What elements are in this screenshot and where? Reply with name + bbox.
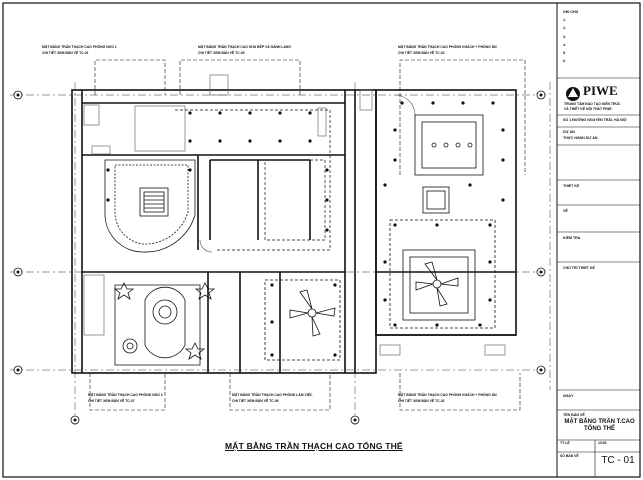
living-ceiling bbox=[389, 114, 496, 329]
notes-header: GHI CHÚ bbox=[563, 10, 579, 14]
bedroom1-ceiling bbox=[104, 159, 196, 253]
label-living-top-title: MẶT BẰNG TRẦN THẠCH CAO PHÒNG KHÁCH + PH… bbox=[398, 44, 497, 49]
note-line: 4. bbox=[563, 42, 566, 47]
company-logo bbox=[566, 87, 580, 101]
callout-labels: MẶT BẰNG TRẦN THẠCH CAO PHÒNG NGỦ 1 CHI … bbox=[42, 44, 497, 403]
company-name-line2: VÀ THIẾT KẾ NỘI THẤT PIWE bbox=[564, 107, 612, 111]
project-value: THỰC HÀNH DỰ ÁN bbox=[563, 136, 598, 141]
note-line: 6. bbox=[563, 59, 566, 64]
label-living-bottom-ref: CHI TIẾT XEM BẢN VẼ TC-02 bbox=[398, 398, 445, 403]
scale-value: 1/100 bbox=[598, 441, 607, 445]
field-design: THIẾT KẾ bbox=[563, 184, 580, 188]
label-office-ref: CHI TIẾT XEM BẢN VẼ TC-06 bbox=[232, 398, 279, 403]
field-sheet-title: TÊN BẢN VẼ bbox=[563, 413, 585, 417]
note-line: 2. bbox=[563, 26, 566, 31]
label-bedroom1-title: MẶT BẰNG TRẦN THẠCH CAO PHÒNG NGỦ 1 bbox=[42, 44, 117, 49]
company-logo-text: PIWE bbox=[583, 83, 618, 98]
project-section: DỰ ÁN THỰC HÀNH DỰ ÁN bbox=[560, 128, 643, 142]
company-address: SỐ 1 ĐƯỜNG NGUYỄN TRÃI, HÀ NỘI bbox=[563, 118, 627, 122]
label-bedroom2-title: MẶT BẰNG TRẦN THẠCH CAO PHÒNG NGỦ 2 bbox=[88, 392, 163, 397]
note-line: 5. bbox=[563, 51, 566, 56]
star-ornaments bbox=[113, 282, 216, 360]
label-living-bottom-title: MẶT BẰNG TRẦN THẠCH CAO PHÒNG KHÁCH + PH… bbox=[398, 392, 497, 397]
field-sheet-no: SỐ BẢN VẼ bbox=[560, 454, 579, 458]
field-scale: TỶ LỆ bbox=[560, 441, 594, 445]
company-name-line1: TRUNG TÂM ĐÀO TẠO KIẾN TRÚC bbox=[564, 102, 621, 106]
main-drawing-title: MẶT BẰNG TRẦN THẠCH CAO TỔNG THỂ bbox=[225, 441, 403, 451]
label-bedroom1-ref: CHI TIẾT XEM BẢN VẼ TC-01 bbox=[42, 50, 89, 55]
field-check: KIỂM TRA bbox=[563, 236, 581, 240]
project-label: DỰ ÁN bbox=[563, 130, 575, 134]
office-ceiling-fan bbox=[264, 279, 341, 361]
field-draw: VẼ bbox=[563, 209, 568, 213]
sheet-title-line1: MẶT BẰNG TRẦN T.CAO bbox=[564, 419, 635, 426]
label-kitchen-ref: CHI TIẾT XEM BẢN VẼ TC-05 bbox=[198, 50, 245, 55]
field-scale-label: TỶ LỆ bbox=[560, 441, 570, 445]
sheet-code: TC - 01 bbox=[601, 455, 635, 466]
note-line: 1. bbox=[563, 18, 566, 23]
sheet-title-block: TÊN BẢN VẼ MẶT BẰNG TRẦN T.CAO TỔNG THỂ bbox=[560, 411, 639, 433]
field-manager: CHỦ TRÌ THIẾT KẾ bbox=[563, 266, 595, 270]
walls bbox=[71, 89, 517, 374]
callout-leaders bbox=[89, 59, 526, 411]
label-bedroom2-ref: CHI TIẾT XEM BẢN VẼ TC-07 bbox=[88, 398, 135, 403]
bedroom2-ceiling bbox=[114, 284, 201, 366]
label-office-title: MẶT BẰNG TRẦN THẠCH CAO PHÒNG LÀM VIỆC bbox=[232, 392, 313, 397]
note-line: 3. bbox=[563, 34, 566, 39]
corridor-ceiling bbox=[175, 109, 331, 251]
company-block: PIWE TRUNG TÂM ĐÀO TẠO KIẾN TRÚC VÀ THIẾ… bbox=[560, 80, 639, 114]
notes-section: GHI CHÚ 1. 2. 3. 4. 5. 6. bbox=[560, 8, 643, 65]
downlights bbox=[106, 101, 505, 357]
label-kitchen-title: MẶT BẰNG TRẦN THẠCH CAO KHU BẾP VÀ HÀNH … bbox=[198, 44, 291, 49]
sheet-title-line2: TỔNG THỂ bbox=[584, 426, 615, 433]
label-living-top-ref: CHI TIẾT XEM BẢN VẼ TC-02 bbox=[398, 50, 445, 55]
field-date: NGÀY bbox=[563, 394, 574, 398]
